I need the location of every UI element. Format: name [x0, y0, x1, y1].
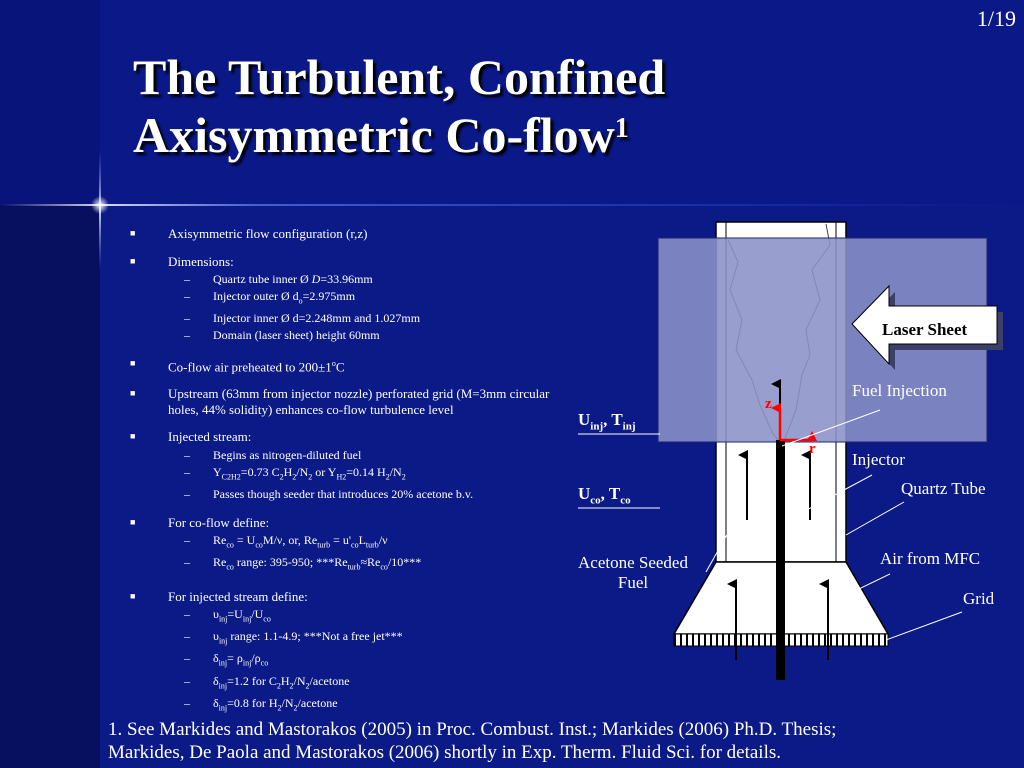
quartz-tube-label: Quartz Tube: [901, 479, 986, 498]
leader-injector: [787, 474, 873, 521]
laser-sheet-arrow-icon: [851, 284, 998, 366]
laser-sheet-label: Laser Sheet: [882, 320, 968, 339]
leader-acetone: [705, 507, 743, 573]
horizontal-flare: [0, 204, 1024, 206]
sub-bullet: Passes though seeder that introduces 20%…: [168, 486, 550, 503]
sub-bullet: δinj=0.8 for H2/N2/acetone: [168, 695, 550, 717]
leader-air-mfc: [831, 573, 891, 603]
uinj-tinj-label: Uinj, Tinj: [578, 410, 636, 433]
sub-bullet: υinj range: 1.1-4.9; ***Not a free jet**…: [168, 628, 550, 650]
sub-bullet: δinj= ρinj/ρco: [168, 650, 550, 672]
bullet-item: Co-flow air preheated to 200±1oC: [130, 356, 550, 375]
leader-quartz-tube: [845, 501, 905, 536]
leader-grid: [885, 611, 963, 641]
footnote: 1. See Markides and Mastorakos (2005) in…: [108, 719, 837, 763]
bullet-item: Upstream (63mm from injector nozzle) per…: [130, 386, 550, 417]
acetone-seeded-fuel-label: Acetone Seeded Fuel: [578, 553, 688, 592]
z-axis-label: z: [765, 396, 772, 412]
bullet-list: Axisymmetric flow configuration (r,z) Di…: [130, 226, 550, 729]
grid-label: Grid: [963, 589, 995, 608]
sub-bullet: YC2H2=0.73 C2H2/N2 or YH2=0.14 H2/N2: [168, 464, 550, 486]
sub-bullet: Injector outer Ø do=2.975mm: [168, 288, 550, 310]
bullet-item: Injected stream: Begins as nitrogen-dilu…: [130, 429, 550, 502]
bullet-item: For injected stream define: υinj=Uinj/Uc…: [130, 589, 550, 717]
star-glow-icon: [91, 196, 109, 214]
slide-title: The Turbulent, Confined Axisymmetric Co-…: [133, 48, 665, 164]
title-band: [0, 0, 1024, 205]
sub-bullet: Reco range: 395-950; ***Returb≈Reco/10**…: [168, 554, 550, 576]
slide-number: 1/19: [976, 6, 1016, 31]
sub-bullet: υinj=Uinj/Uco: [168, 606, 550, 628]
sub-bullet: Injector inner Ø d=2.248mm and 1.027mm: [168, 310, 550, 327]
air-from-mfc-label: Air from MFC: [880, 549, 981, 568]
title-line-1: The Turbulent, Confined: [133, 49, 666, 105]
uco-tco-label: Uco, Tco: [578, 484, 631, 507]
sub-bullet: Domain (laser sheet) height 60mm: [168, 327, 550, 344]
fuel-injection-label: Fuel Injection: [852, 381, 947, 400]
sub-bullet: Quartz tube inner Ø D=33.96mm: [168, 271, 550, 288]
injector-label: Injector: [852, 450, 905, 469]
injector-tube: [776, 440, 785, 680]
title-line-2: Axisymmetric Co-flow: [133, 107, 615, 163]
bullet-item: For co-flow define: Reco = UcoM/ν, or, R…: [130, 515, 550, 577]
bullet-item: Dimensions: Quartz tube inner Ø D=33.96m…: [130, 254, 550, 344]
r-axis-label: r: [809, 441, 816, 457]
sub-bullet: δinj=1.2 for C2H2/N2/acetone: [168, 673, 550, 695]
leader-fuel-injection: [781, 409, 881, 447]
bullet-item: Axisymmetric flow configuration (r,z): [130, 226, 550, 242]
title-footnote-marker: 1: [614, 113, 629, 144]
sub-bullet: Begins as nitrogen-diluted fuel: [168, 447, 550, 464]
sub-bullet: Reco = UcoM/ν, or, Returb = u'coLturb/ν: [168, 532, 550, 554]
